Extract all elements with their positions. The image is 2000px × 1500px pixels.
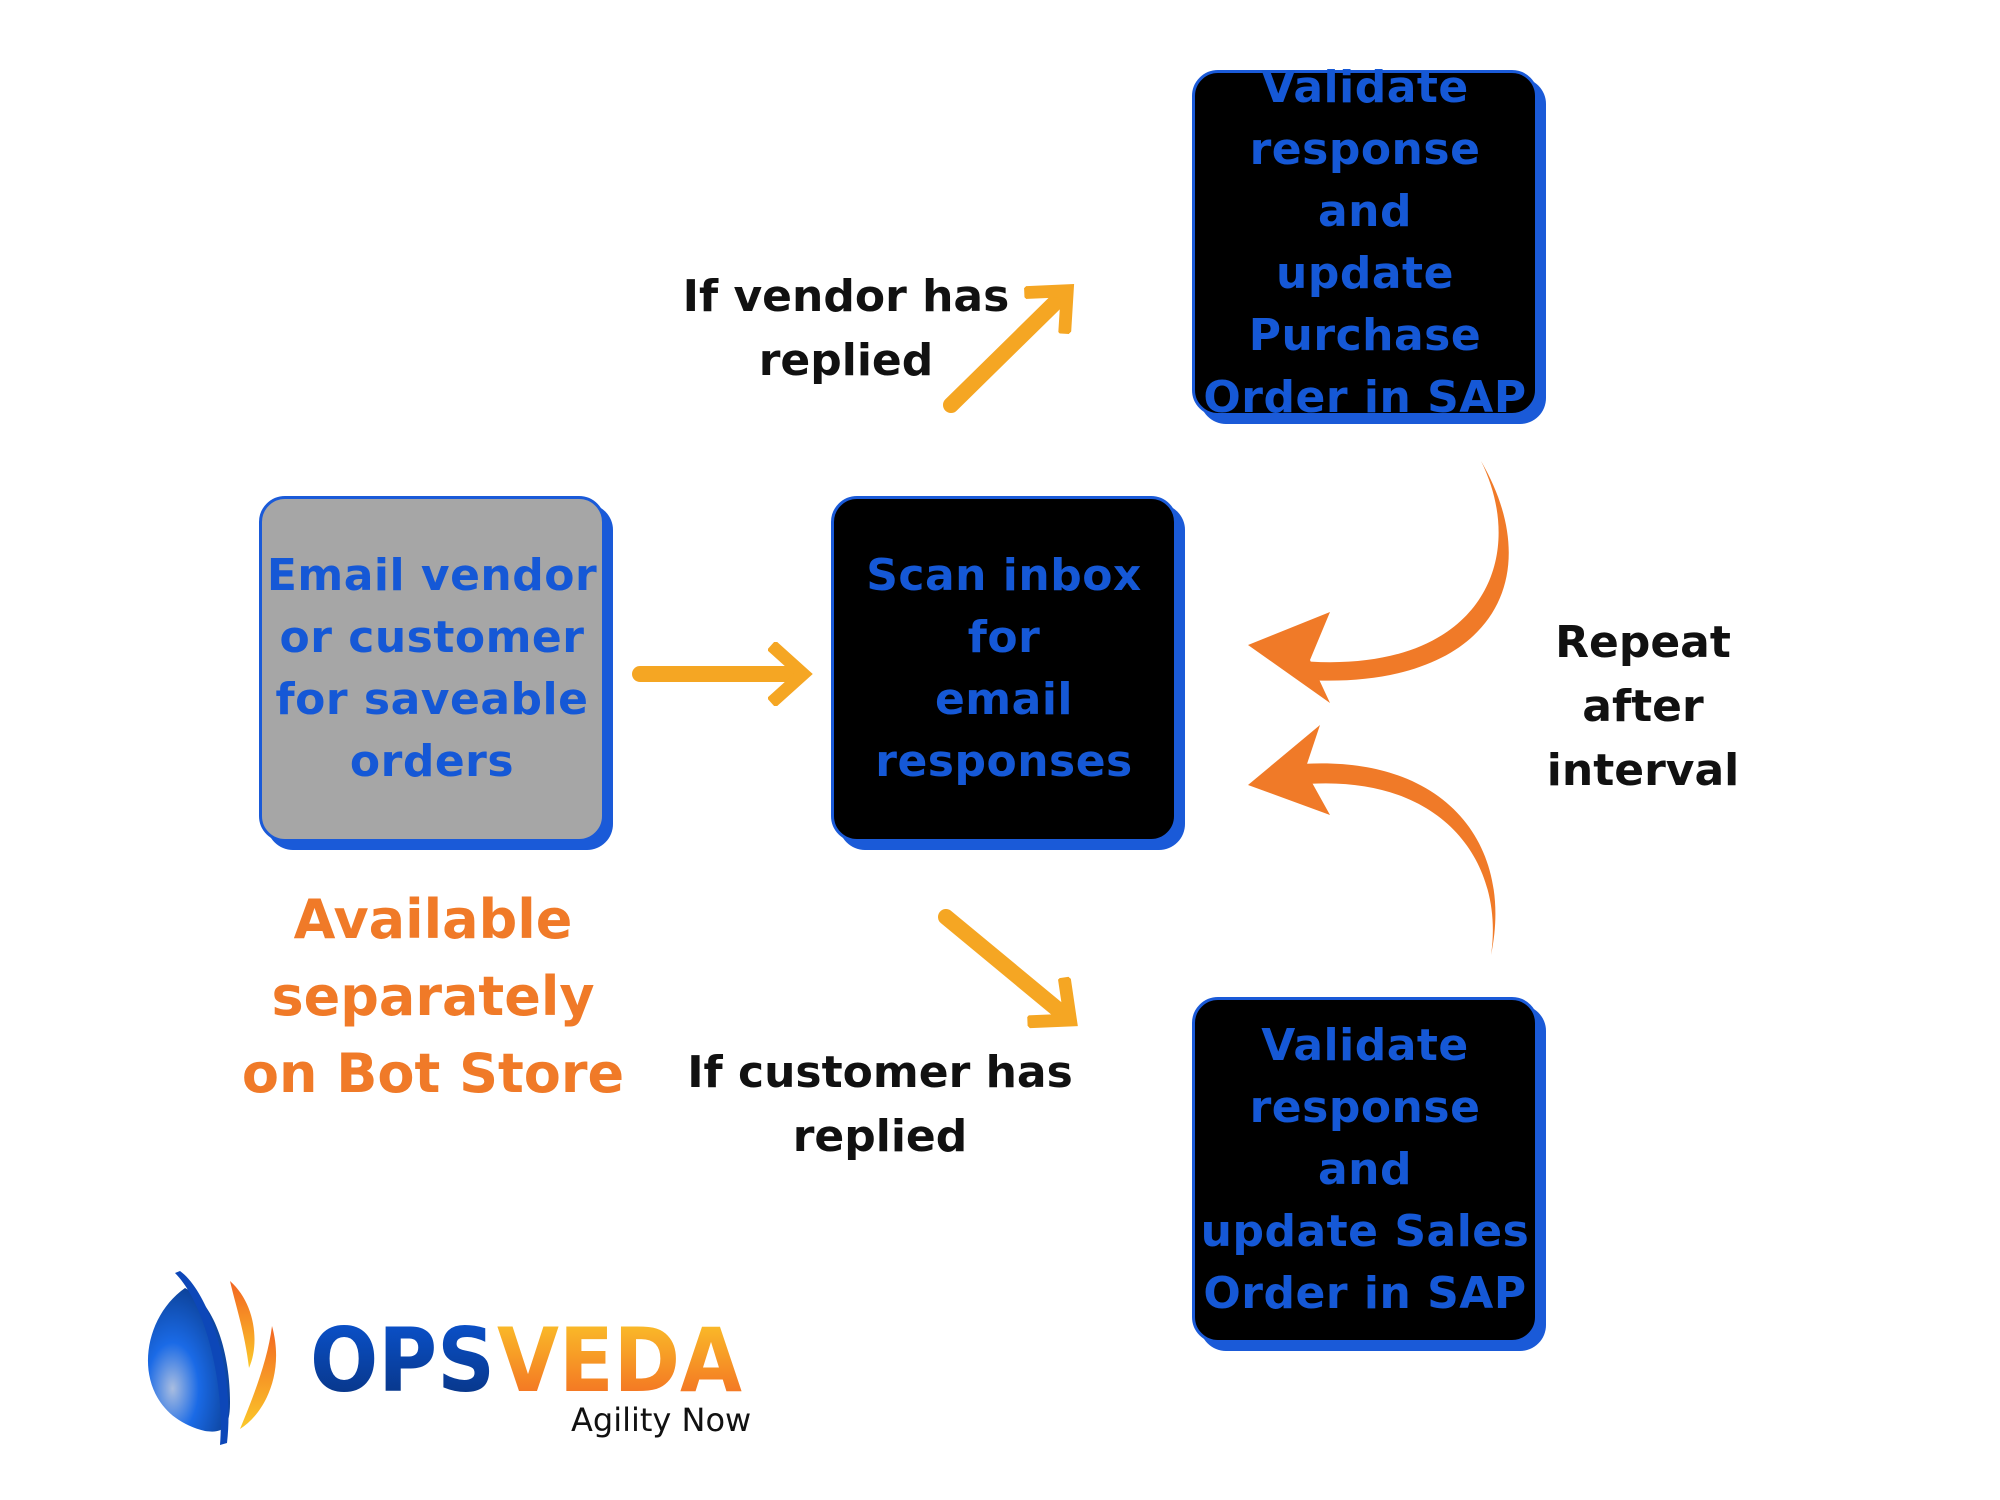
curved-arrow-from-so bbox=[1248, 725, 1496, 955]
logo-tagline: Agility Now bbox=[571, 1401, 752, 1439]
validate-so-node: Validate response and update Sales Order… bbox=[1192, 997, 1538, 1343]
vendor-replied-label: If vendor has replied bbox=[682, 271, 1010, 386]
opsveda-logo: OPS VEDA Agility Now bbox=[135, 1263, 755, 1453]
repeat-label: Repeat after interval bbox=[1546, 617, 1740, 796]
customer-replied-label: If customer has replied bbox=[687, 1047, 1073, 1162]
scan-inbox-text: Scan inbox for email responses bbox=[866, 550, 1142, 787]
logo-globe-icon: OPS VEDA bbox=[147, 1271, 742, 1445]
available-label: Available separately on Bot Store bbox=[241, 888, 625, 1105]
arrow-customer-replied bbox=[938, 909, 1068, 1018]
scan-inbox-node: Scan inbox for email responses bbox=[831, 496, 1177, 842]
svg-text:OPS: OPS bbox=[310, 1309, 495, 1412]
validate-po-node: Validate response and update Purchase Or… bbox=[1192, 62, 1538, 423]
svg-text:VEDA: VEDA bbox=[497, 1309, 742, 1412]
curved-arrow-from-po bbox=[1248, 461, 1509, 703]
validate-so-text: Validate response and update Sales Order… bbox=[1200, 1020, 1530, 1319]
arrow-vendor-replied bbox=[943, 293, 1065, 413]
validate-po-text: Validate response and update Purchase Or… bbox=[1203, 62, 1527, 423]
email-vendor-text: Email vendor or customer for saveable or… bbox=[266, 550, 598, 787]
email-vendor-node: Email vendor or customer for saveable or… bbox=[259, 496, 605, 842]
